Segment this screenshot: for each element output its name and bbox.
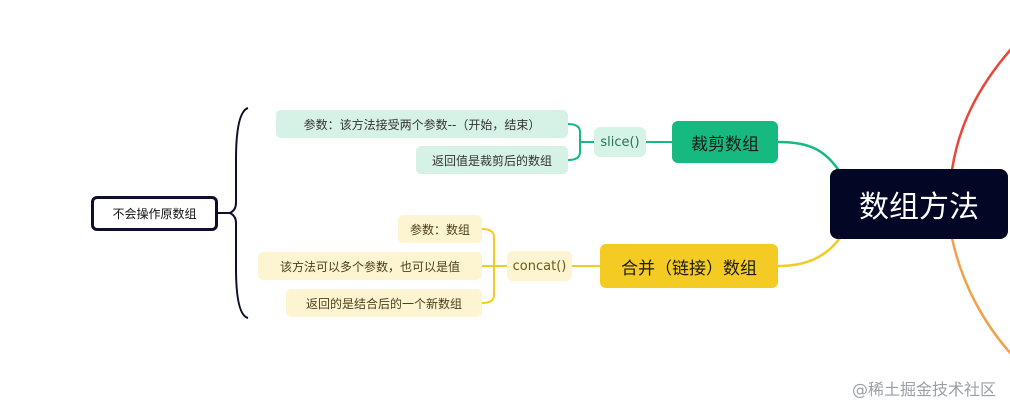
branch-slice-node[interactable]: 裁剪数组 [672, 121, 778, 163]
branch-concat-node[interactable]: 合并（链接）数组 [600, 244, 778, 288]
root-node[interactable]: 数组方法 [830, 169, 1008, 239]
method-slice-node[interactable]: slice() [594, 127, 646, 157]
method-concat-node[interactable]: concat() [507, 251, 572, 281]
concat-leaf-params[interactable]: 参数：数组 [398, 215, 482, 243]
slice-leaf-return[interactable]: 返回值是裁剪后的数组 [416, 146, 568, 174]
slice-leaf-params[interactable]: 参数：该方法接受两个参数--（开始，结束） [276, 110, 568, 138]
summary-bracket [227, 107, 249, 319]
concat-leaf-multiple[interactable]: 该方法可以多个参数，也可以是值 [258, 252, 482, 280]
concat-leaves-connector [481, 228, 507, 304]
red-branch-line [950, 48, 1010, 171]
root-to-slice-branch-line [777, 140, 842, 173]
summary-note-node[interactable]: 不会操作原数组 [91, 196, 218, 231]
watermark-text: @稀土掘金技术社区 [851, 380, 996, 399]
slice-leaves-connector [567, 123, 594, 161]
root-to-concat-branch-line [777, 237, 841, 268]
concat-leaf-return[interactable]: 返回的是结合后的一个新数组 [286, 289, 482, 317]
orange-branch-line [950, 237, 1010, 355]
